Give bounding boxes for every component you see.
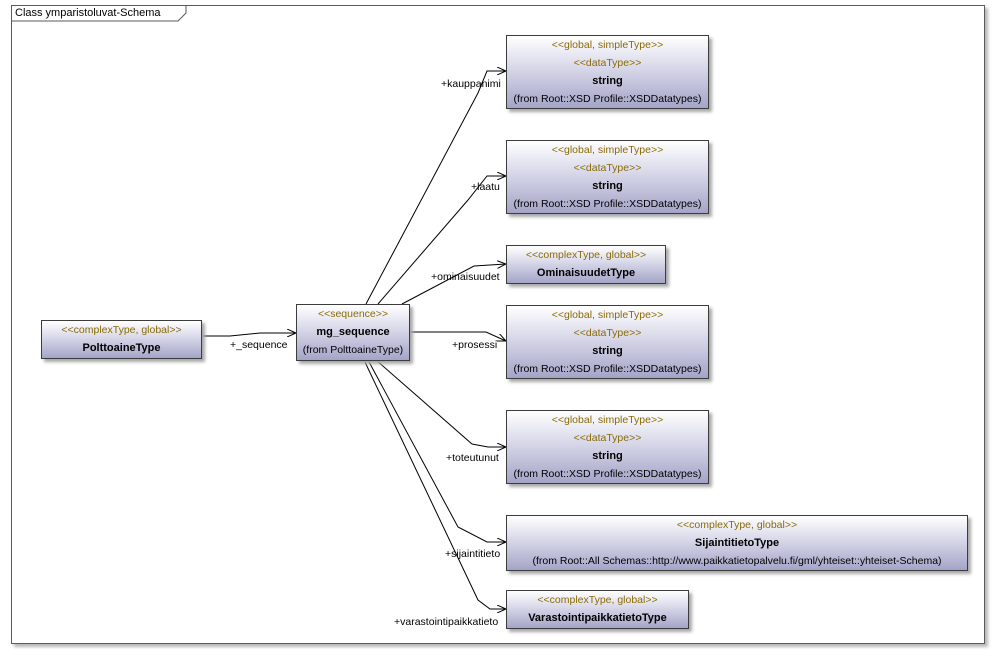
class-ominaisuudettype[interactable]: <<complexType, global>> OminaisuudetType (506, 245, 666, 284)
class-string-laatu[interactable]: <<global, simpleType>> <<dataType>> stri… (506, 140, 709, 214)
class-string-kauppanimi[interactable]: <<global, simpleType>> <<dataType>> stri… (506, 35, 709, 109)
stereotype-label: <<dataType>> (573, 57, 642, 69)
stereotype-label: <<dataType>> (573, 162, 642, 174)
class-name: string (592, 345, 623, 357)
role-ominaisuudet: +ominaisuudet (431, 271, 500, 283)
stereotype-label: <<complexType, global>> (61, 324, 182, 336)
stereotype-label: <<global, simpleType>> (551, 414, 664, 426)
class-origin: (from Root::XSD Profile::XSDDatatypes) (513, 363, 702, 375)
connector-toteutunut (375, 359, 506, 447)
class-origin: (from Root::XSD Profile::XSDDatatypes) (513, 93, 702, 105)
role-sijaintitieto: +sijaintitieto (445, 548, 500, 560)
frame-title-tab (11, 5, 187, 22)
class-name: string (592, 450, 623, 462)
class-name: VarastointipaikkatietoType (528, 612, 667, 624)
role-toteutunut: +toteutunut (446, 452, 499, 464)
class-origin: (from Root::XSD Profile::XSDDatatypes) (513, 468, 702, 480)
connector-sequence (201, 333, 296, 336)
class-name: string (592, 180, 623, 192)
class-mg-sequence[interactable]: <<sequence>> mg_sequence (from Polttoain… (296, 304, 410, 361)
stereotype-label: <<complexType, global>> (537, 594, 658, 606)
stereotype-label: <<global, simpleType>> (551, 144, 664, 156)
stereotype-label: <<complexType, global>> (525, 249, 647, 261)
connector-ominaisuudet (401, 264, 506, 305)
connector-prosessi (410, 331, 506, 341)
role-laatu: +laatu (471, 181, 500, 193)
stereotype-label: <<dataType>> (573, 327, 642, 339)
stereotype-label: <<global, simpleType>> (551, 39, 664, 51)
class-sijaintitietotype[interactable]: <<complexType, global>> SijaintitietoTyp… (506, 515, 968, 571)
stereotype-label: <<global, simpleType>> (551, 309, 664, 321)
role-prosessi: +prosessi (452, 339, 497, 351)
class-polttoainetype[interactable]: <<complexType, global>> PolttoaineType (41, 320, 202, 359)
role-sequence: +_sequence (230, 339, 288, 351)
class-name: mg_sequence (316, 326, 390, 338)
stereotype-label: <<dataType>> (573, 432, 642, 444)
class-origin: (from PolttoaineType) (302, 344, 404, 356)
stereotype-label: <<sequence>> (317, 308, 389, 320)
role-kauppanimi: +kauppanimi (441, 78, 501, 90)
connector-kauppanimi (365, 71, 506, 305)
class-origin: (from Root::XSD Profile::XSDDatatypes) (513, 198, 702, 210)
frame-title: Class ymparistoluvat-Schema (15, 7, 161, 19)
class-string-toteutunut[interactable]: <<global, simpleType>> <<dataType>> stri… (506, 410, 709, 484)
role-varastointipaikkatieto: +varastointipaikkatieto (394, 616, 498, 628)
class-name: SijaintitietoType (694, 537, 780, 549)
class-origin: (from Root::All Schemas::http://www.paik… (532, 555, 942, 567)
class-name: string (592, 75, 623, 87)
connector-sijaintitieto (367, 359, 506, 542)
class-varastointipaikkatietotype[interactable]: <<complexType, global>> Varastointipaikk… (506, 590, 689, 629)
class-name: OminaisuudetType (536, 267, 636, 279)
stereotype-label: <<complexType, global>> (676, 519, 798, 531)
class-string-prosessi[interactable]: <<global, simpleType>> <<dataType>> stri… (506, 305, 709, 379)
connector-laatu (377, 176, 506, 305)
class-name: PolttoaineType (82, 342, 161, 354)
connector-varastointipaikkatieto (363, 359, 506, 609)
